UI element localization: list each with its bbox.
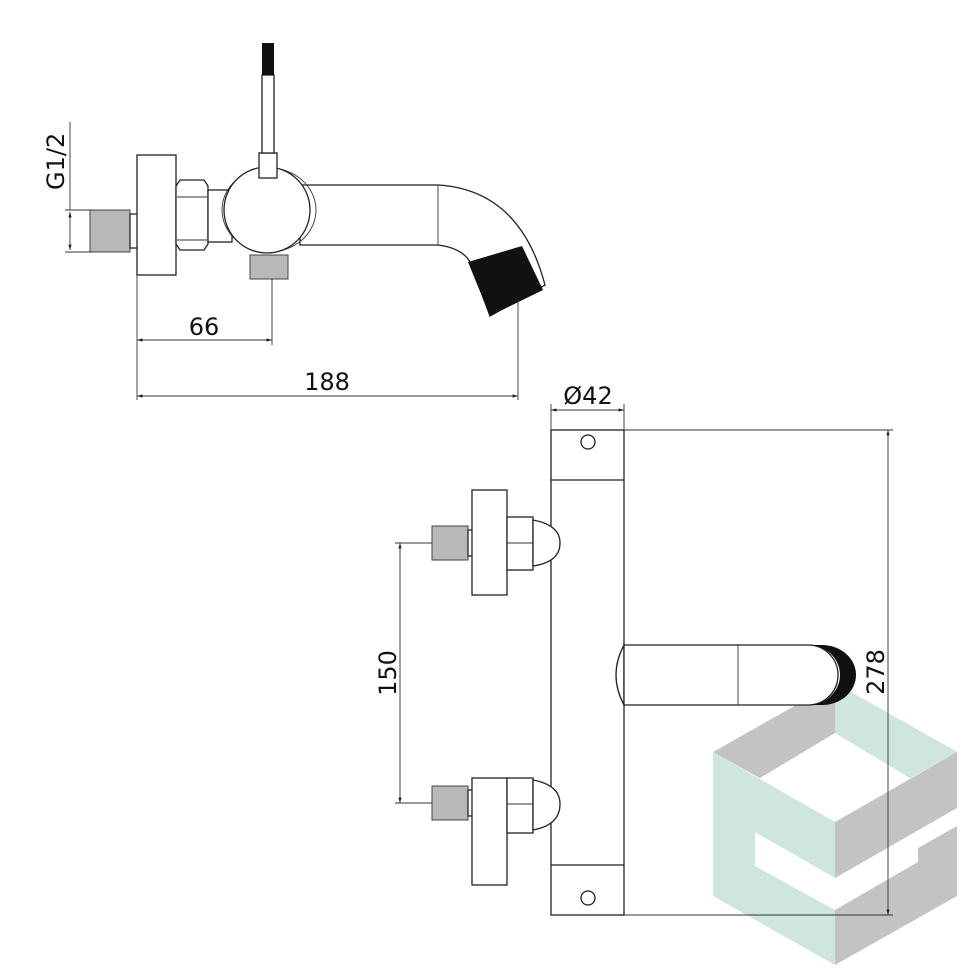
screw-hole-top: [580, 434, 596, 450]
upper-inlet: [431, 489, 561, 596]
inlet-thread: [89, 209, 131, 253]
side-view: [89, 43, 546, 317]
dim-diameter-label: Ø42: [563, 382, 612, 410]
lower-inlet: [431, 777, 561, 886]
thermostat-body: [550, 429, 625, 916]
dim-thread-label: G1/2: [42, 133, 70, 190]
dim-188-label: 188: [304, 368, 350, 396]
outlet-thread: [249, 254, 289, 280]
front-spout: [615, 644, 856, 706]
hex-nut: [175, 179, 209, 251]
watermark-logo: [713, 683, 957, 965]
dim-278-label: 278: [862, 649, 890, 695]
lever-handle: [261, 74, 275, 154]
dim-66-label: 66: [189, 313, 220, 341]
side-view-dimensions: [65, 122, 519, 400]
mixer-body: [223, 166, 311, 254]
aerator: [468, 246, 543, 316]
screw-hole-bottom: [580, 890, 596, 906]
dim-150-label: 150: [374, 650, 402, 696]
wall-flange: [136, 154, 177, 276]
front-view-dimensions: [395, 404, 893, 916]
front-view: [431, 429, 856, 916]
lever-tip: [262, 43, 274, 75]
